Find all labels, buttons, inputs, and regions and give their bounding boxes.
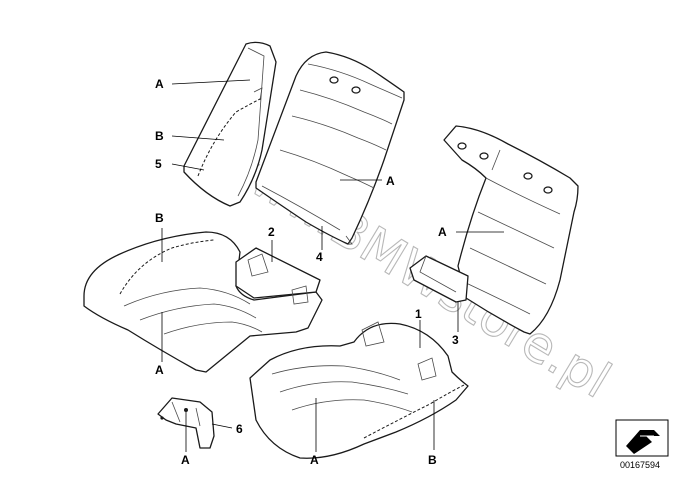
- callout-a: A: [181, 453, 190, 467]
- seat-cushion-part-1: [249, 321, 469, 459]
- seat-cushion-left: [83, 231, 323, 373]
- callout-b: B: [155, 211, 164, 225]
- callout-b: B: [155, 129, 164, 143]
- callout-6: 6: [236, 422, 243, 436]
- callout-labels: A B 5 A 4 A 3 B 2 A 1 6 A A B: [155, 77, 459, 467]
- reference-number: 00167594: [620, 460, 660, 470]
- side-bolster-part-5: [183, 41, 277, 207]
- callout-1: 1: [415, 307, 422, 321]
- reference-box: 00167594: [615, 419, 669, 470]
- callout-2: 2: [268, 225, 275, 239]
- callout-a: A: [386, 174, 395, 188]
- callout-a: A: [438, 225, 447, 239]
- callout-4: 4: [316, 250, 323, 264]
- callout-5: 5: [155, 157, 162, 171]
- callout-a: A: [155, 363, 164, 377]
- callout-3: 3: [452, 333, 459, 347]
- leader-lines: [161, 79, 504, 452]
- callout-a: A: [310, 453, 319, 467]
- backrest-cover-part-4: [255, 51, 405, 245]
- callout-a: A: [155, 77, 164, 91]
- callout-b: B: [428, 453, 437, 467]
- backrest-cover-part-3: [409, 125, 579, 335]
